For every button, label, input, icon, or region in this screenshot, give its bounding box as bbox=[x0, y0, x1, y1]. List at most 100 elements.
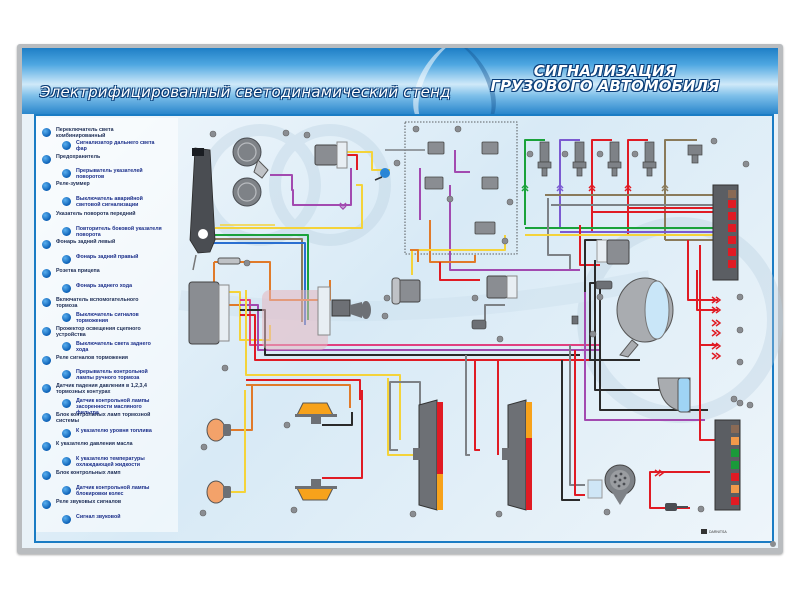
wire-red-repeater bbox=[322, 390, 363, 479]
legend-item-label: Реле звуковых сигналов bbox=[56, 499, 122, 505]
wire-grey-socket bbox=[569, 345, 585, 486]
legend-item-label: Выключатель аварийной световой сигнализа… bbox=[76, 196, 143, 208]
wire-red-sensor-bottom bbox=[649, 471, 710, 509]
wire-orange-turn-front bbox=[230, 385, 253, 431]
legend-bullet-icon bbox=[62, 342, 71, 351]
legend-item-label: Реле сигналов торможения bbox=[56, 355, 128, 361]
legend-bullet-icon bbox=[42, 212, 51, 221]
wire-red-relay bbox=[345, 154, 358, 170]
wire-brown-sensor bbox=[664, 139, 697, 240]
wire-yellow-switch bbox=[215, 184, 363, 229]
legend-item: К указателю температуры охлаждающей жидк… bbox=[62, 456, 164, 468]
legend-item-label: Выключатель сигналов торможения bbox=[76, 312, 139, 324]
legend-item-label: Реле-зуммер bbox=[56, 181, 90, 187]
legend-item: Переключатель света комбинированный bbox=[42, 127, 161, 139]
legend-item: Реле-зуммер bbox=[42, 181, 161, 191]
legend-item-label: Указатель поворота передний bbox=[56, 211, 136, 217]
pressure-sensors bbox=[537, 141, 703, 177]
legend-item-label: Повторитель боковой указателя поворота bbox=[76, 226, 162, 238]
legend-item: Прерыватель указателей поворотов bbox=[62, 168, 164, 180]
rear-lamp-left bbox=[413, 399, 443, 511]
wire-black-repeater bbox=[322, 412, 353, 426]
legend-bullet-icon bbox=[42, 413, 51, 422]
legend-bullet-icon bbox=[62, 486, 71, 495]
wire-yellow-rear-left bbox=[387, 378, 415, 456]
legend-item: Прерыватель контрольной лампы ручного то… bbox=[62, 369, 164, 381]
legend-item-label: Датчик контрольной лампы блокировки коле… bbox=[76, 485, 150, 497]
legend-item: К указателю уровня топлива bbox=[62, 428, 164, 438]
legend-bullet-icon bbox=[62, 284, 71, 293]
legend-bullet-icon bbox=[42, 500, 51, 509]
wire-purple-block bbox=[584, 270, 705, 421]
wire-orange-2 bbox=[246, 384, 351, 408]
legend-item-label: Датчик контрольной лампы засоренности ма… bbox=[76, 398, 150, 416]
legend-item: Фонарь задний правый bbox=[62, 254, 164, 264]
legend-item-label: Прожектор освещения сцепного устройства bbox=[56, 326, 141, 338]
hazard-switch bbox=[262, 286, 371, 350]
handbrake-indicator-switch bbox=[374, 168, 390, 181]
trailer-socket bbox=[587, 464, 636, 505]
wire-red-rear-right bbox=[474, 359, 499, 455]
legend-item-label: Датчик падения давления в 1,2,3,4 тормоз… bbox=[56, 383, 147, 395]
combined-light-switch bbox=[189, 147, 216, 271]
legend-item: Прожектор освещения сцепного устройства bbox=[42, 326, 161, 338]
legend-item: К указателю давления масла bbox=[42, 441, 161, 451]
legend-bullet-icon bbox=[42, 384, 51, 393]
legend-item: Сигнал звуковой bbox=[62, 514, 164, 524]
connector-chevrons bbox=[339, 183, 722, 477]
legend-item-label: Переключатель света комбинированный bbox=[56, 127, 114, 139]
legend-bullet-icon bbox=[62, 169, 71, 178]
legend-item: Реле сигналов торможения bbox=[42, 355, 161, 365]
legend-item: Розетка прицепа bbox=[42, 268, 161, 278]
stand-subtitle: Электрифицированный светодинамический ст… bbox=[40, 83, 451, 101]
horn-signals bbox=[232, 137, 269, 207]
legend-item-label: Сигнал звуковой bbox=[76, 514, 121, 520]
wire-purple-1 bbox=[240, 304, 600, 351]
coupling-spotlight bbox=[616, 277, 674, 358]
mounting-screw bbox=[770, 541, 776, 547]
legend-bullet-icon bbox=[62, 141, 71, 150]
wire-purple-horn bbox=[270, 168, 352, 206]
legend-bullet-icon bbox=[42, 240, 51, 249]
wire-black-spot bbox=[594, 260, 675, 391]
legend-bullet-icon bbox=[42, 269, 51, 278]
brand-name: DARNITSA bbox=[709, 529, 727, 534]
wire-red-down bbox=[699, 345, 715, 441]
wire-orange-small bbox=[410, 249, 419, 262]
wire-red-socket bbox=[574, 350, 585, 496]
legend-item-label: Выключатель света заднего хода bbox=[76, 341, 151, 353]
legend-bullet-icon bbox=[62, 429, 71, 438]
brake-signal-relay bbox=[596, 239, 630, 265]
wire-green-sensor bbox=[524, 139, 545, 225]
legend-bullet-icon bbox=[42, 327, 51, 336]
title-line-2: ГРУЗОВОГО АВТОМОБИЛЯ bbox=[490, 77, 720, 95]
legend-bullet-icon bbox=[42, 182, 51, 191]
wire-yellow-turn-front bbox=[230, 390, 246, 493]
legend-item: Фонарь заднего хода bbox=[62, 283, 164, 293]
wire-red-bracket-3 bbox=[696, 270, 718, 311]
buzzer-relay bbox=[391, 277, 421, 305]
legend-item-label: Блок контрольных ламп тормозной системы bbox=[56, 412, 151, 424]
wire-grey-top bbox=[547, 198, 571, 270]
wire-yellow-2 bbox=[245, 290, 401, 440]
legend-item-label: Фонарь задний правый bbox=[76, 254, 139, 260]
front-turn-indicators bbox=[206, 418, 231, 504]
legend-item: Блок контрольных ламп bbox=[42, 470, 161, 480]
legend-item-label: К указателю давления масла bbox=[56, 441, 133, 447]
wire-purple-sensor bbox=[559, 139, 580, 228]
wire-grey-switch bbox=[484, 304, 505, 320]
turn-signal-interrupter bbox=[188, 281, 230, 345]
legend-bullet-icon bbox=[62, 457, 71, 466]
fuse bbox=[217, 257, 241, 265]
legend-item: Реле звуковых сигналов bbox=[42, 499, 161, 509]
legend-bullet-icon bbox=[42, 128, 51, 137]
reverse-lamp bbox=[657, 377, 691, 413]
stop-relay bbox=[486, 275, 518, 299]
header-banner bbox=[22, 48, 778, 114]
wire-red-1 bbox=[240, 314, 600, 361]
legend-item-label: Фонарь заднего хода bbox=[76, 283, 133, 289]
legend-bullet-icon bbox=[62, 197, 71, 206]
legend-bullet-icon bbox=[42, 471, 51, 480]
legend-item: Фонарь задний левый bbox=[42, 239, 161, 249]
